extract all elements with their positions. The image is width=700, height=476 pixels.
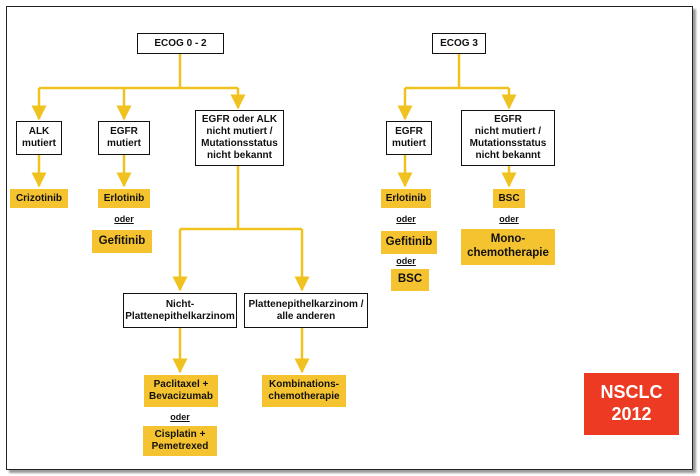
paclitaxel-bevacizumab-node: Paclitaxel + Bevacizumab xyxy=(144,375,218,407)
bsc-ecog3-node: BSC xyxy=(391,269,429,291)
alk-mutiert-node: ALK mutiert xyxy=(16,121,62,155)
egfr-nicht-mutiert-ecog3-node: EGFR nicht mutiert / Mutationsstatus nic… xyxy=(461,110,555,166)
plattenepithelkarzinom-node: Plattenepithelkarzinom / alle anderen xyxy=(244,293,368,328)
erlotinib-node: Erlotinib xyxy=(98,189,150,208)
gefitinib-ecog3-node: Gefitinib xyxy=(381,231,437,254)
egfr-mutiert-ecog3-node: EGFR mutiert xyxy=(386,121,432,155)
or-label: oder xyxy=(114,214,134,224)
ecog-3-node: ECOG 3 xyxy=(432,33,486,54)
badge-year: 2012 xyxy=(611,404,652,424)
crizotinib-node: Crizotinib xyxy=(10,189,68,208)
badge-title: NSCLC xyxy=(600,382,663,403)
cisplatin-pemetrexed-node: Cisplatin + Pemetrexed xyxy=(143,426,217,456)
gefitinib-node: Gefitinib xyxy=(92,230,152,253)
ecog-0-2-node: ECOG 0 - 2 xyxy=(137,33,224,54)
nsclc-2012-badge: NSCLC 2012 xyxy=(584,373,679,435)
monochemotherapie-node: Mono- chemotherapie xyxy=(461,229,555,265)
or-label: oder xyxy=(170,412,190,422)
erlotinib-ecog3-node: Erlotinib xyxy=(381,189,431,208)
kombinationschemotherapie-node: Kombinations- chemotherapie xyxy=(262,375,346,407)
or-label: oder xyxy=(499,214,519,224)
egfr-alk-nicht-mutiert-node: EGFR oder ALK nicht mutiert / Mutationss… xyxy=(195,110,284,166)
nicht-plattenepithelkarzinom-node: Nicht- Plattenepithelkarzinom xyxy=(123,293,237,328)
bsc-node: BSC xyxy=(493,189,525,208)
egfr-mutiert-node: EGFR mutiert xyxy=(98,121,150,155)
or-label: oder xyxy=(396,256,416,266)
or-label: oder xyxy=(396,214,416,224)
